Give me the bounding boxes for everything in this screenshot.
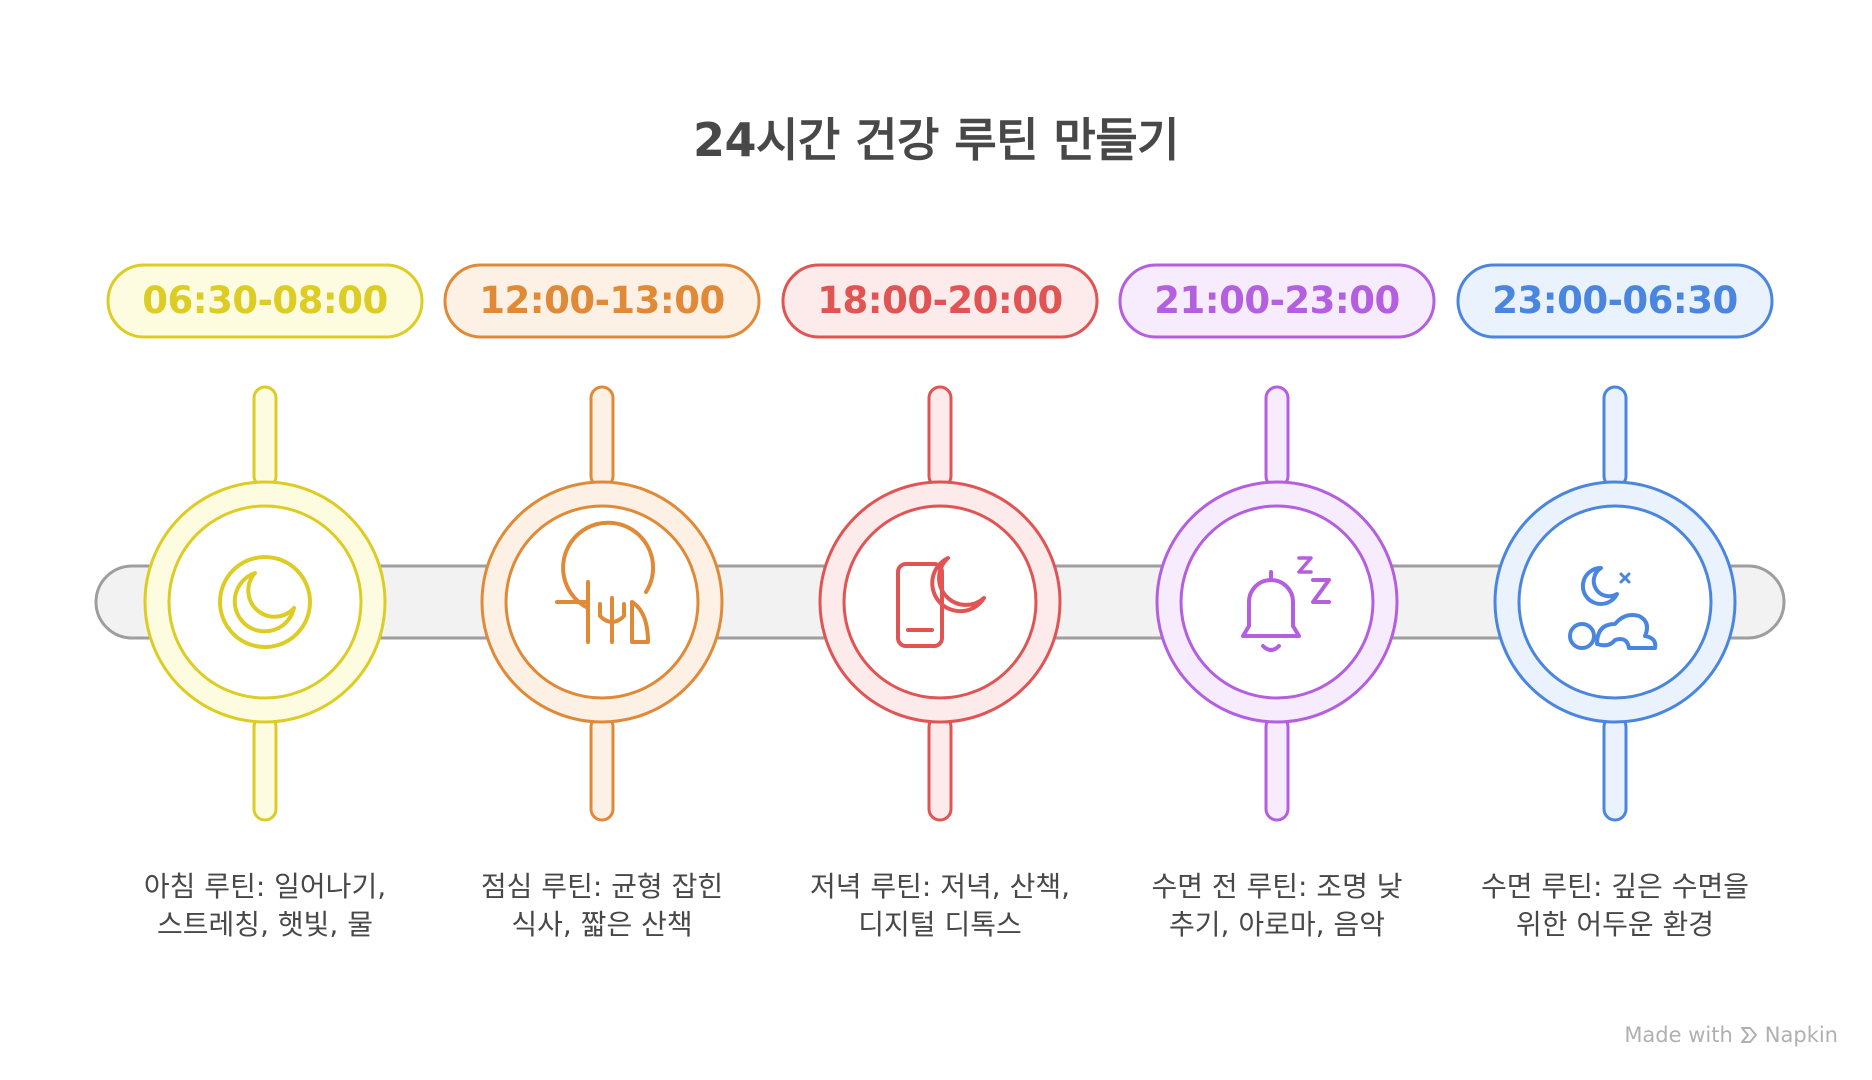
footer-brand: Napkin — [1764, 1023, 1838, 1047]
time-pill — [443, 263, 761, 339]
inner-ring — [504, 504, 700, 700]
description-line: 수면 전 루틴: 조명 낮 — [1151, 870, 1403, 903]
description-line: 스트레칭, 햇빛, 물 — [157, 908, 373, 941]
time-pill — [781, 263, 1099, 339]
description-line: 수면 루틴: 깊은 수면을 — [1481, 870, 1749, 903]
stage-node-3 — [781, 263, 1099, 822]
description-line: 저녁 루틴: 저녁, 산책, — [809, 870, 1071, 903]
description-line: 디지털 디톡스 — [858, 908, 1022, 941]
connector-top — [252, 385, 278, 489]
napkin-logo-icon — [1740, 1027, 1757, 1043]
description-line: 아침 루틴: 일어나기, — [143, 870, 387, 903]
page-title: 24시간 건강 루틴 만들기 — [693, 113, 1179, 167]
time-pill — [106, 263, 424, 339]
description-line: 점심 루틴: 균형 잡힌 — [480, 870, 724, 903]
sunrise-icon — [218, 555, 312, 649]
time-label: 23:00-06:30 — [1492, 279, 1738, 322]
connector-top — [1264, 385, 1290, 489]
connector-bottom — [252, 714, 278, 822]
connector-bottom — [1602, 714, 1628, 822]
stage-description: 저녁 루틴: 저녁, 산책, 디지털 디톡스 — [780, 868, 1100, 944]
stage-node-1 — [106, 263, 424, 822]
description-line: 추기, 아로마, 음악 — [1169, 908, 1385, 941]
connector-top — [927, 385, 953, 489]
time-pill — [1118, 263, 1436, 339]
description-line: 위한 어두운 환경 — [1515, 908, 1715, 941]
time-label: 18:00-20:00 — [817, 279, 1063, 322]
inner-ring — [1517, 504, 1713, 700]
time-label: 12:00-13:00 — [479, 279, 725, 322]
inner-ring — [167, 504, 363, 700]
stage-node-2 — [443, 263, 761, 822]
connector-top — [589, 385, 615, 489]
stage-node-4 — [1118, 263, 1436, 822]
stage-description: 아침 루틴: 일어나기, 스트레칭, 햇빛, 물 — [105, 868, 425, 944]
connector-bottom — [1264, 714, 1290, 822]
stage-node-5 — [1456, 263, 1774, 822]
bell-sleep-icon — [1241, 556, 1331, 652]
sleeping-person-icon — [1568, 565, 1658, 650]
inner-ring — [1179, 504, 1375, 700]
time-label: 06:30-08:00 — [142, 279, 388, 322]
connector-bottom — [589, 714, 615, 822]
phone-moon-icon — [896, 556, 986, 648]
connector-top — [1602, 385, 1628, 489]
footer-credit: Made with Napkin — [1624, 1020, 1838, 1050]
time-pill — [1456, 263, 1774, 339]
footer-prefix: Made with — [1624, 1023, 1733, 1047]
time-label: 21:00-23:00 — [1154, 279, 1400, 322]
description-line: 식사, 짧은 산책 — [511, 908, 693, 941]
meal-utensils-icon — [555, 520, 656, 644]
connector-bottom — [927, 714, 953, 822]
